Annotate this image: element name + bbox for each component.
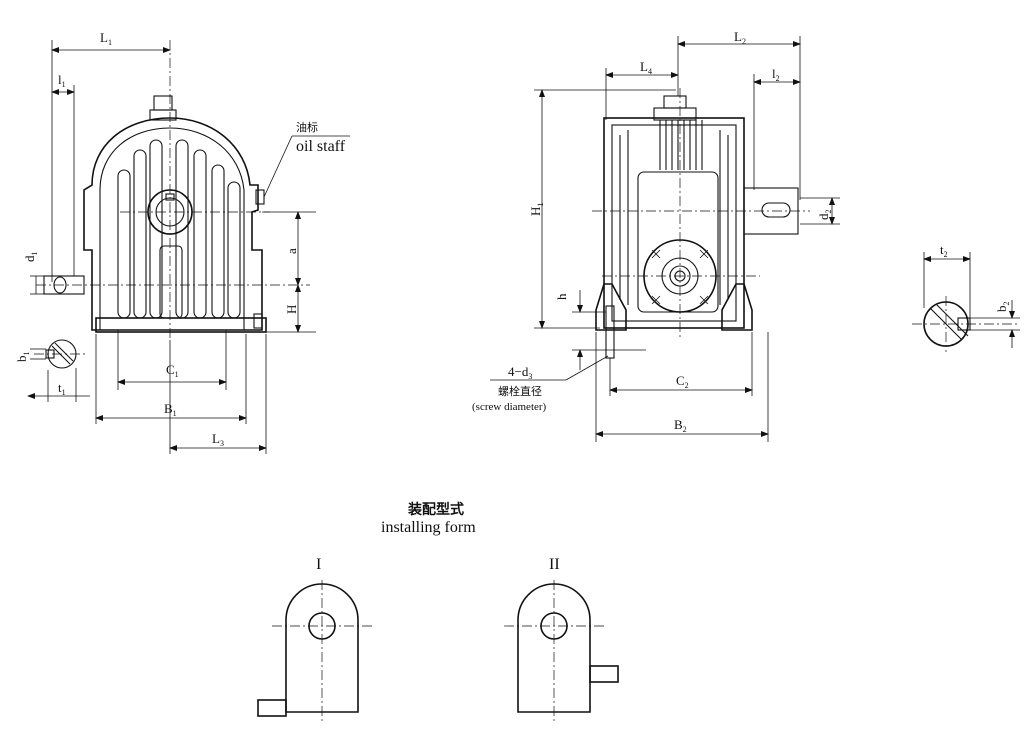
label-H: H — [284, 305, 299, 314]
label-b2: b2 — [994, 302, 1011, 313]
label-H1: H1 — [528, 203, 545, 216]
label-d1: d1 — [22, 252, 39, 263]
installing-title-en: installing form — [381, 519, 476, 536]
label-B2: B2 — [674, 417, 687, 434]
side-view-dims — [490, 36, 840, 442]
bolt-cn: 螺栓直径 — [498, 384, 542, 398]
shaft-section-2 — [912, 252, 1020, 352]
label-l2: l2 — [772, 66, 780, 83]
front-view — [34, 40, 310, 369]
label-t1: t1 — [58, 380, 66, 397]
label-l1: l1 — [58, 72, 66, 89]
label-L3: L3 — [212, 431, 224, 448]
form-I-diagram — [257, 580, 372, 722]
label-B1: B1 — [164, 401, 177, 418]
side-foot-left — [595, 283, 627, 331]
label-C1: C1 — [166, 362, 179, 379]
label-a: a — [284, 248, 299, 254]
installing-title-cn: 装配型式 — [407, 501, 464, 518]
label-d2: d2 — [816, 210, 833, 221]
front-view-dims — [27, 40, 350, 454]
label-C2: C2 — [676, 373, 689, 390]
form-II-label: II — [549, 556, 560, 573]
label-b1: b1 — [14, 352, 31, 363]
form-I-label: I — [316, 556, 321, 573]
label-t2: t2 — [940, 242, 948, 259]
housing-inner — [99, 127, 245, 330]
oil-staff-en: oil staff — [296, 138, 346, 155]
side-housing — [603, 117, 745, 329]
label-L1: L1 — [100, 30, 112, 47]
bolt-en: (screw diameter) — [472, 401, 547, 413]
side-view — [592, 88, 810, 359]
side-foot-right — [721, 283, 753, 331]
housing-outline — [83, 117, 263, 331]
oil-staff-cn: 油标 — [296, 120, 318, 134]
label-L4: L4 — [640, 59, 652, 76]
label-L2: L2 — [734, 29, 746, 46]
label-bolt: 4−d3 — [508, 364, 532, 381]
side-top-vent — [663, 95, 687, 109]
label-h: h — [554, 293, 569, 300]
top-vent — [153, 95, 173, 111]
form-II-diagram — [504, 580, 619, 722]
